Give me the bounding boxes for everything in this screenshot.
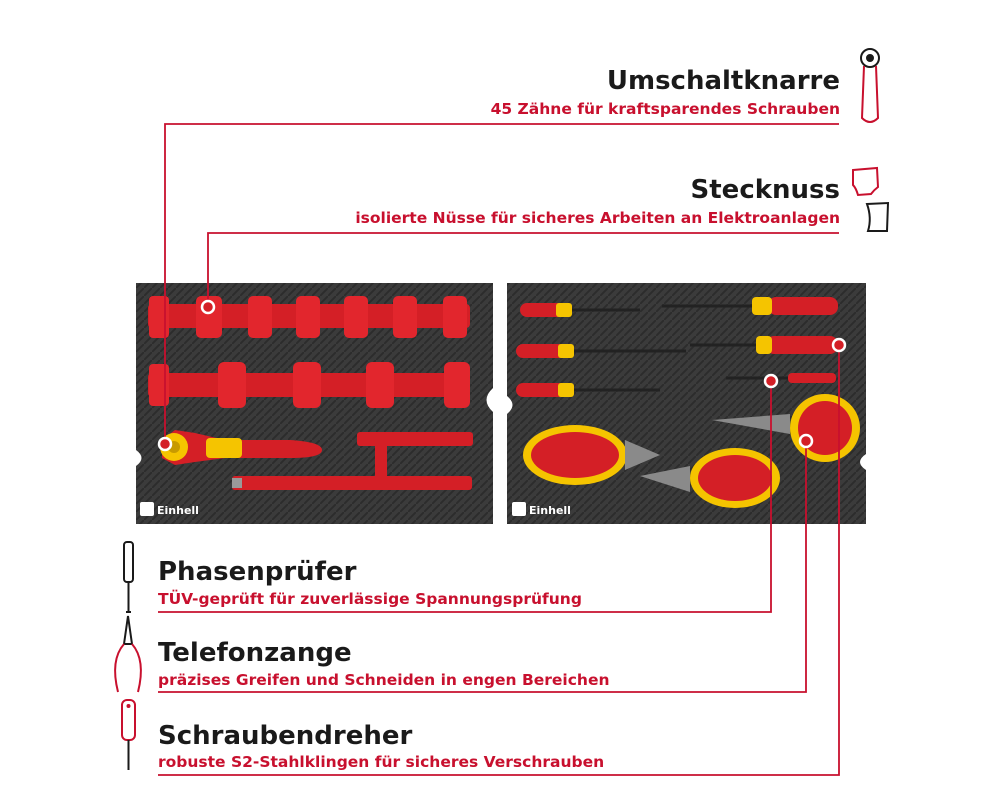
tester-title: Phasenprüfer bbox=[158, 557, 357, 587]
socket-subtitle: isolierte Nüsse für sicheres Arbeiten an… bbox=[355, 209, 840, 227]
socket-icon bbox=[248, 296, 272, 338]
screwdriver-title: Schraubendreher bbox=[158, 721, 413, 751]
callout-lines bbox=[158, 123, 840, 776]
pliers-title: Telefonzange bbox=[158, 638, 352, 668]
screwdriver-icon bbox=[516, 383, 660, 397]
ratchet-subtitle: 45 Zähne für kraftsparendes Schrauben bbox=[490, 100, 840, 118]
phase-tester-icon bbox=[726, 373, 836, 383]
screwdriver-icon bbox=[662, 297, 838, 315]
right-tray: Einhell bbox=[507, 283, 866, 524]
socket-icon bbox=[344, 296, 368, 338]
extension-bar-icon bbox=[357, 432, 473, 446]
callout-dots bbox=[157, 299, 847, 452]
screwdriver-subtitle: robuste S2-Stahlklingen für sicheres Ver… bbox=[158, 753, 605, 771]
screwdriver-icon bbox=[121, 699, 136, 770]
ratchet-title: Umschaltknarre bbox=[606, 66, 840, 96]
socket-icon bbox=[443, 296, 467, 338]
pliers-subtitle: präzises Greifen und Schneiden in engen … bbox=[158, 671, 610, 689]
socket-icon bbox=[296, 296, 320, 338]
t-handle-icon bbox=[232, 476, 472, 490]
socket-icon bbox=[218, 362, 246, 408]
screwdriver-icon bbox=[516, 344, 686, 358]
socket-icon bbox=[366, 362, 394, 408]
screwdriver-icon bbox=[520, 303, 640, 317]
pliers-icon bbox=[523, 425, 660, 485]
tester-subtitle: TÜV-geprüft für zuverlässige Spannungspr… bbox=[158, 590, 582, 608]
socket-icon bbox=[444, 362, 470, 408]
socket-icon bbox=[293, 362, 321, 408]
svg-text:Einhell: Einhell bbox=[529, 504, 571, 517]
phase-tester-icon bbox=[123, 541, 134, 613]
left-tray: Einhell bbox=[136, 283, 493, 524]
pliers-icon bbox=[114, 615, 142, 693]
socket-title: Stecknuss bbox=[690, 175, 840, 205]
socket-icon bbox=[393, 296, 417, 338]
pliers-icon bbox=[640, 448, 780, 508]
socket-icon bbox=[149, 296, 169, 338]
brand-logo: Einhell bbox=[512, 502, 571, 517]
socket-icon bbox=[149, 364, 169, 406]
brand-logo: Einhell bbox=[140, 502, 199, 517]
socket-icon bbox=[852, 166, 890, 232]
svg-text:Einhell: Einhell bbox=[157, 504, 199, 517]
screwdriver-icon bbox=[690, 336, 838, 354]
ratchet-wrench-icon bbox=[860, 48, 880, 123]
